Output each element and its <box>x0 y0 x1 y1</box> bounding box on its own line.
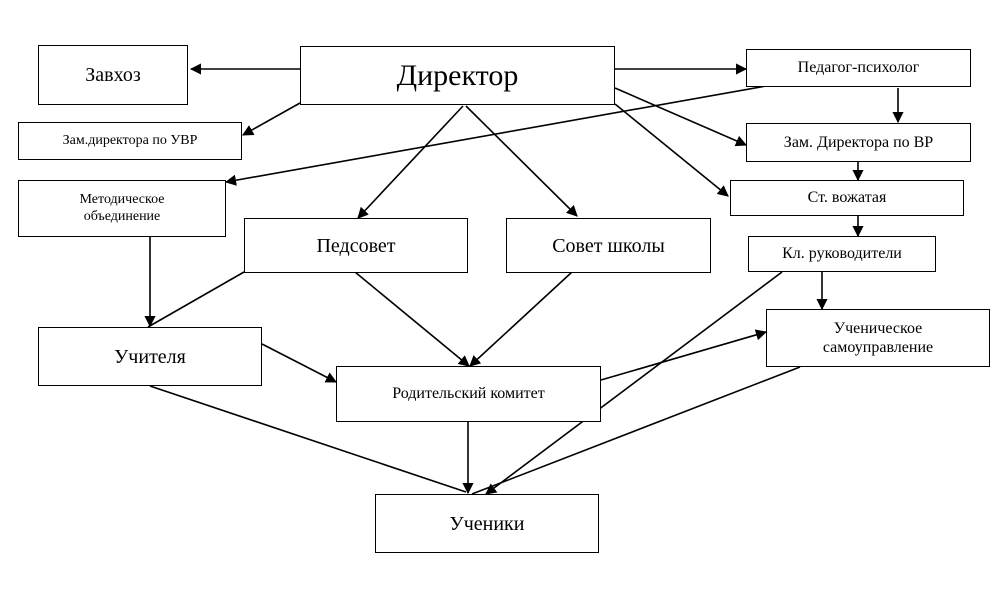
school-council-box: Совет школы <box>506 218 711 273</box>
arrow-parent-committee-student-government <box>600 329 768 381</box>
student-government-label: Ученическое самоуправление <box>822 319 934 356</box>
students-box: Ученики <box>375 494 599 553</box>
class-teachers-box: Кл. руководители <box>748 236 936 272</box>
arrow-director-senior-counselor <box>614 103 729 197</box>
line-student-government-students <box>471 366 801 495</box>
student-government-box: Ученическое самоуправление <box>766 309 990 367</box>
psychologist-box: Педагог-психолог <box>746 49 971 87</box>
arrow-psychologist-methodical <box>224 85 767 186</box>
arrow-director-deputy-uvr <box>242 102 301 136</box>
deputy-uvr-box: Зам.директора по УВР <box>18 122 242 160</box>
arrow-pedsovet-parent-committee <box>354 271 470 367</box>
pedsovet-box: Педсовет <box>244 218 468 273</box>
senior-counselor-label: Ст. вожатая <box>807 189 887 207</box>
teachers-box: Учителя <box>38 327 262 386</box>
deputy-uvr-label: Зам.директора по УВР <box>62 132 198 148</box>
director-box: Директор <box>300 46 615 105</box>
students-label: Ученики <box>449 512 525 535</box>
deputy-vr-label: Зам. Директора по ВР <box>783 133 934 151</box>
arrow-teachers-parent-committee <box>261 343 337 383</box>
line-teachers-students <box>149 385 467 493</box>
pedsovet-label: Педсовет <box>316 234 396 257</box>
line-pedsovet-teachers <box>147 271 245 328</box>
psychologist-label: Педагог-психолог <box>797 59 920 77</box>
arrow-director-school-council <box>465 105 578 217</box>
zavhoz-label: Завхоз <box>85 64 141 86</box>
parent-committee-label: Родительский комитет <box>392 385 545 403</box>
arrow-school-council-parent-committee <box>469 271 573 367</box>
arrow-director-pedsovet <box>357 105 464 219</box>
arrow-class-teachers-students <box>485 271 783 495</box>
teachers-label: Учителя <box>114 345 186 368</box>
senior-counselor-box: Ст. вожатая <box>730 180 964 216</box>
arrow-director-deputy-vr <box>614 87 748 147</box>
class-teachers-label: Кл. руководители <box>782 245 902 263</box>
methodical-box: Методическое объединение <box>18 180 226 237</box>
zavhoz-box: Завхоз <box>38 45 188 105</box>
methodical-label: Методическое объединение <box>79 191 165 224</box>
parent-committee-box: Родительский комитет <box>336 366 601 422</box>
director-label: Директор <box>396 58 519 92</box>
deputy-vr-box: Зам. Директора по ВР <box>746 123 971 162</box>
school-council-label: Совет школы <box>552 234 665 257</box>
